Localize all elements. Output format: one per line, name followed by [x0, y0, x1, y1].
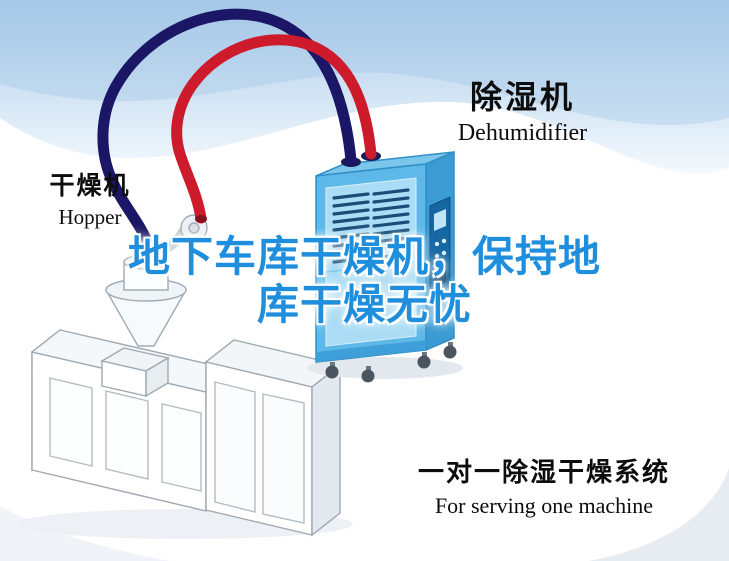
- caption: 一对一除湿干燥系统 For serving one machine: [388, 452, 700, 519]
- machine-doors-right: [214, 381, 305, 524]
- control-panel: [429, 196, 451, 306]
- hopper-label-en: Hopper: [58, 205, 122, 229]
- hopper-machine: [17, 214, 353, 539]
- hopper-label: 干燥机 Hopper: [36, 166, 144, 230]
- dehumidifier-label-en: Dehumidifier: [457, 120, 588, 146]
- dehumidifier-base-strip: [316, 340, 426, 362]
- corner-sweep-right: [588, 468, 729, 561]
- dehumidifier-label: 除湿机 Dehumidifier: [430, 72, 615, 147]
- caption-cn: 一对一除湿干燥系统: [417, 458, 670, 488]
- headline-line1: 地下车库干燥机，保持地: [127, 232, 601, 281]
- caption-en: For serving one machine: [434, 493, 654, 518]
- corner-sweep-left: [0, 506, 170, 561]
- red-supply-hose: [171, 34, 377, 224]
- dehumidifier-label-cn: 除湿机: [469, 78, 575, 116]
- hoses: [97, 8, 377, 252]
- headline: 地下车库干燥机，保持地 库干燥无忧: [0, 233, 729, 329]
- navy-return-hose: [97, 8, 357, 252]
- casters: [325, 342, 457, 383]
- feeder-box: [100, 347, 170, 398]
- hopper-label-cn: 干燥机: [49, 171, 131, 200]
- duct-elbow: [151, 227, 188, 255]
- vent-grille: [332, 188, 410, 264]
- headline-line2: 库干燥无忧: [256, 280, 472, 329]
- machine-doors-left: [49, 377, 202, 492]
- hopper-cone: [104, 239, 188, 347]
